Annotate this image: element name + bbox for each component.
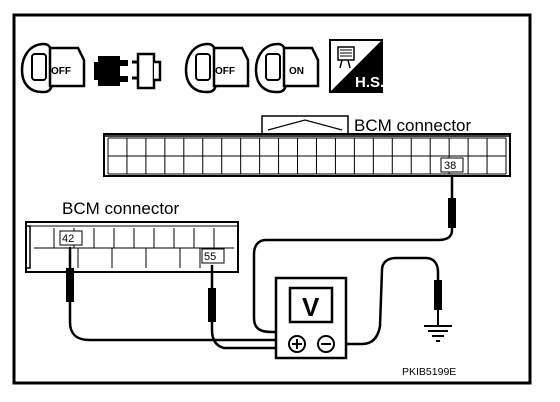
pin-38-label: 38 [444,160,456,172]
connector-disconnect-icon [94,52,162,90]
ignition-key-off-icon: OFF [20,42,86,94]
ignition-on-label: ON [289,66,304,77]
ignition-key-on-icon: ON [254,42,320,94]
ignition-key-off-icon: OFF [184,42,250,94]
top-connector-pin-grid [107,137,507,175]
diagram-frame [12,13,532,385]
ignition-off-label: OFF [51,66,71,77]
figure-code: PKIB5199E [402,366,456,378]
probe-tips [66,198,456,322]
harness-sign-icon: H.S. [329,39,384,93]
top-bcm-connector [103,115,511,177]
harness-sign-label: H.S. [355,74,384,91]
pin-55-label: 55 [204,251,216,263]
voltmeter-letter: V [302,292,320,322]
top-connector-title: BCM connector [354,116,471,135]
voltmeter: V [274,276,348,360]
left-connector-title: BCM connector [62,199,179,218]
ground-symbol-icon [424,310,452,342]
ignition-off-label: OFF [215,66,235,77]
pin-42-label: 42 [62,233,74,245]
left-bcm-connector [25,221,239,273]
